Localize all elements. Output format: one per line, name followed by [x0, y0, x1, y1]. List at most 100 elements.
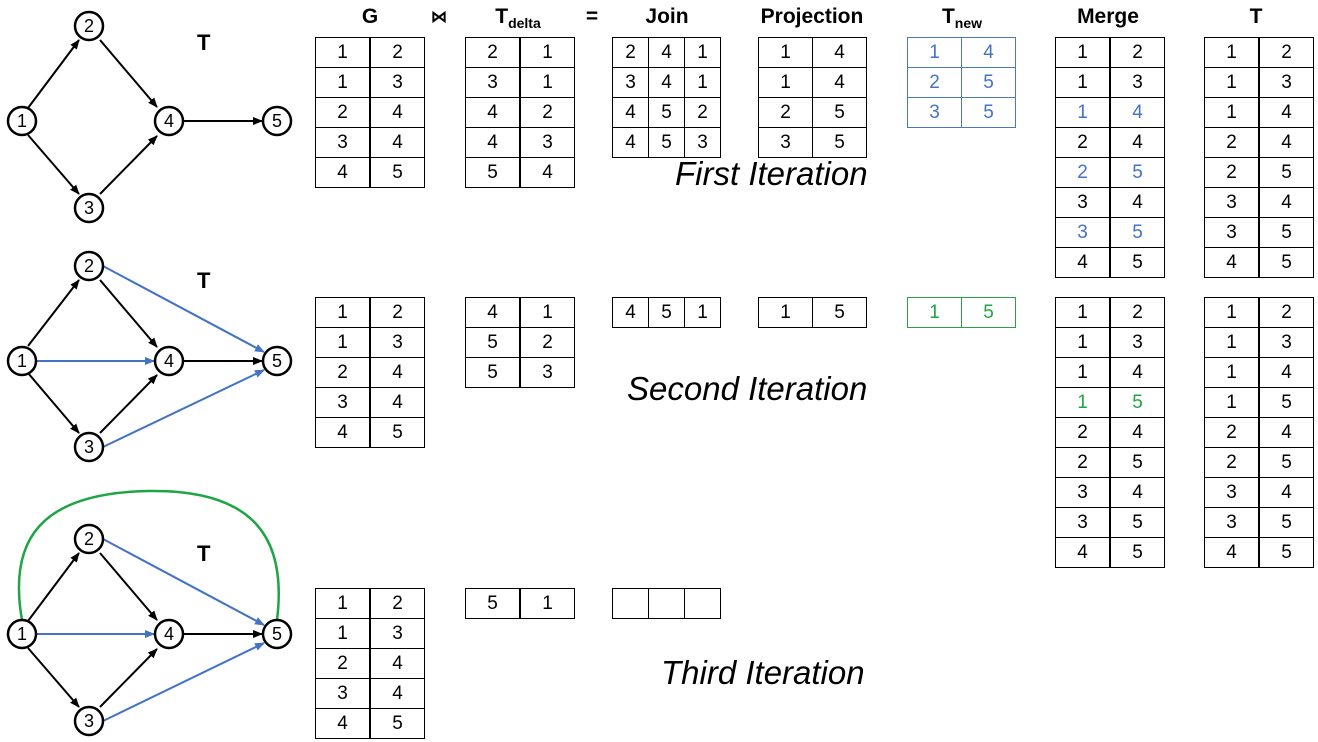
edge-3-5-derived: [102, 369, 265, 448]
iteration-title-2: Second Iteration: [627, 370, 868, 407]
edge-2-4: [99, 279, 158, 348]
header-g: G: [361, 5, 379, 28]
edge-3-4: [99, 135, 158, 195]
edge-2-4: [99, 39, 158, 108]
header-join-symbol: ⋈: [431, 9, 447, 26]
graph-iteration-3: 1 2 3 4 5: [6, 489, 293, 737]
edge-1-3: [27, 647, 80, 708]
edge-3-4: [99, 374, 158, 434]
edge-1-3: [27, 134, 80, 195]
join-table-iter3-empty: [612, 588, 721, 619]
node-label-4: 4: [164, 111, 174, 131]
node-4: [153, 105, 185, 137]
node-4: [153, 618, 185, 650]
node-label-4: 4: [164, 624, 174, 644]
edge-1-2: [27, 279, 80, 347]
graph-iteration-2: 1 2 3 4 5: [6, 250, 293, 463]
header-tdelta-main: T: [495, 5, 509, 28]
header-tnew-sub: new: [954, 15, 983, 31]
node-2: [73, 10, 105, 42]
node-2: [73, 523, 105, 555]
graph1-nodes: [6, 10, 293, 224]
node-label-4: 4: [164, 351, 174, 371]
edge-2-4: [99, 552, 158, 621]
node-5: [261, 345, 293, 377]
node-2: [73, 250, 105, 282]
node-5: [261, 618, 293, 650]
graph1-edges: [27, 39, 263, 195]
edge-2-5-derived: [102, 538, 265, 626]
iteration-title-3: Third Iteration: [661, 654, 865, 691]
node-label-3: 3: [84, 437, 94, 457]
header-equals: =: [585, 5, 599, 28]
node-1: [6, 345, 38, 377]
edge-2-5-derived: [102, 265, 265, 353]
graph-diagrams: 1 2 3 4 5 1 2 3: [6, 10, 293, 737]
node-label-2: 2: [84, 256, 94, 276]
edge-1-2: [27, 552, 80, 622]
header-tnew: Tnew: [922, 5, 1002, 31]
node-label-5: 5: [272, 351, 282, 371]
header-projection: Projection: [760, 5, 864, 28]
header-tnew-main: T: [941, 5, 955, 28]
node-label-2: 2: [84, 16, 94, 36]
edge-1-5-derived: [17, 489, 281, 621]
node-3: [73, 705, 105, 737]
graph-iteration-1: 1 2 3 4 5: [6, 10, 293, 224]
header-merge: Merge: [1077, 5, 1139, 28]
header-t: T: [1249, 5, 1263, 28]
header-tdelta: Tdelta: [478, 5, 558, 31]
node-label-1: 1: [17, 111, 27, 131]
edge-1-3: [27, 372, 80, 434]
node-label-2: 2: [84, 529, 94, 549]
node-label-5: 5: [272, 624, 282, 644]
